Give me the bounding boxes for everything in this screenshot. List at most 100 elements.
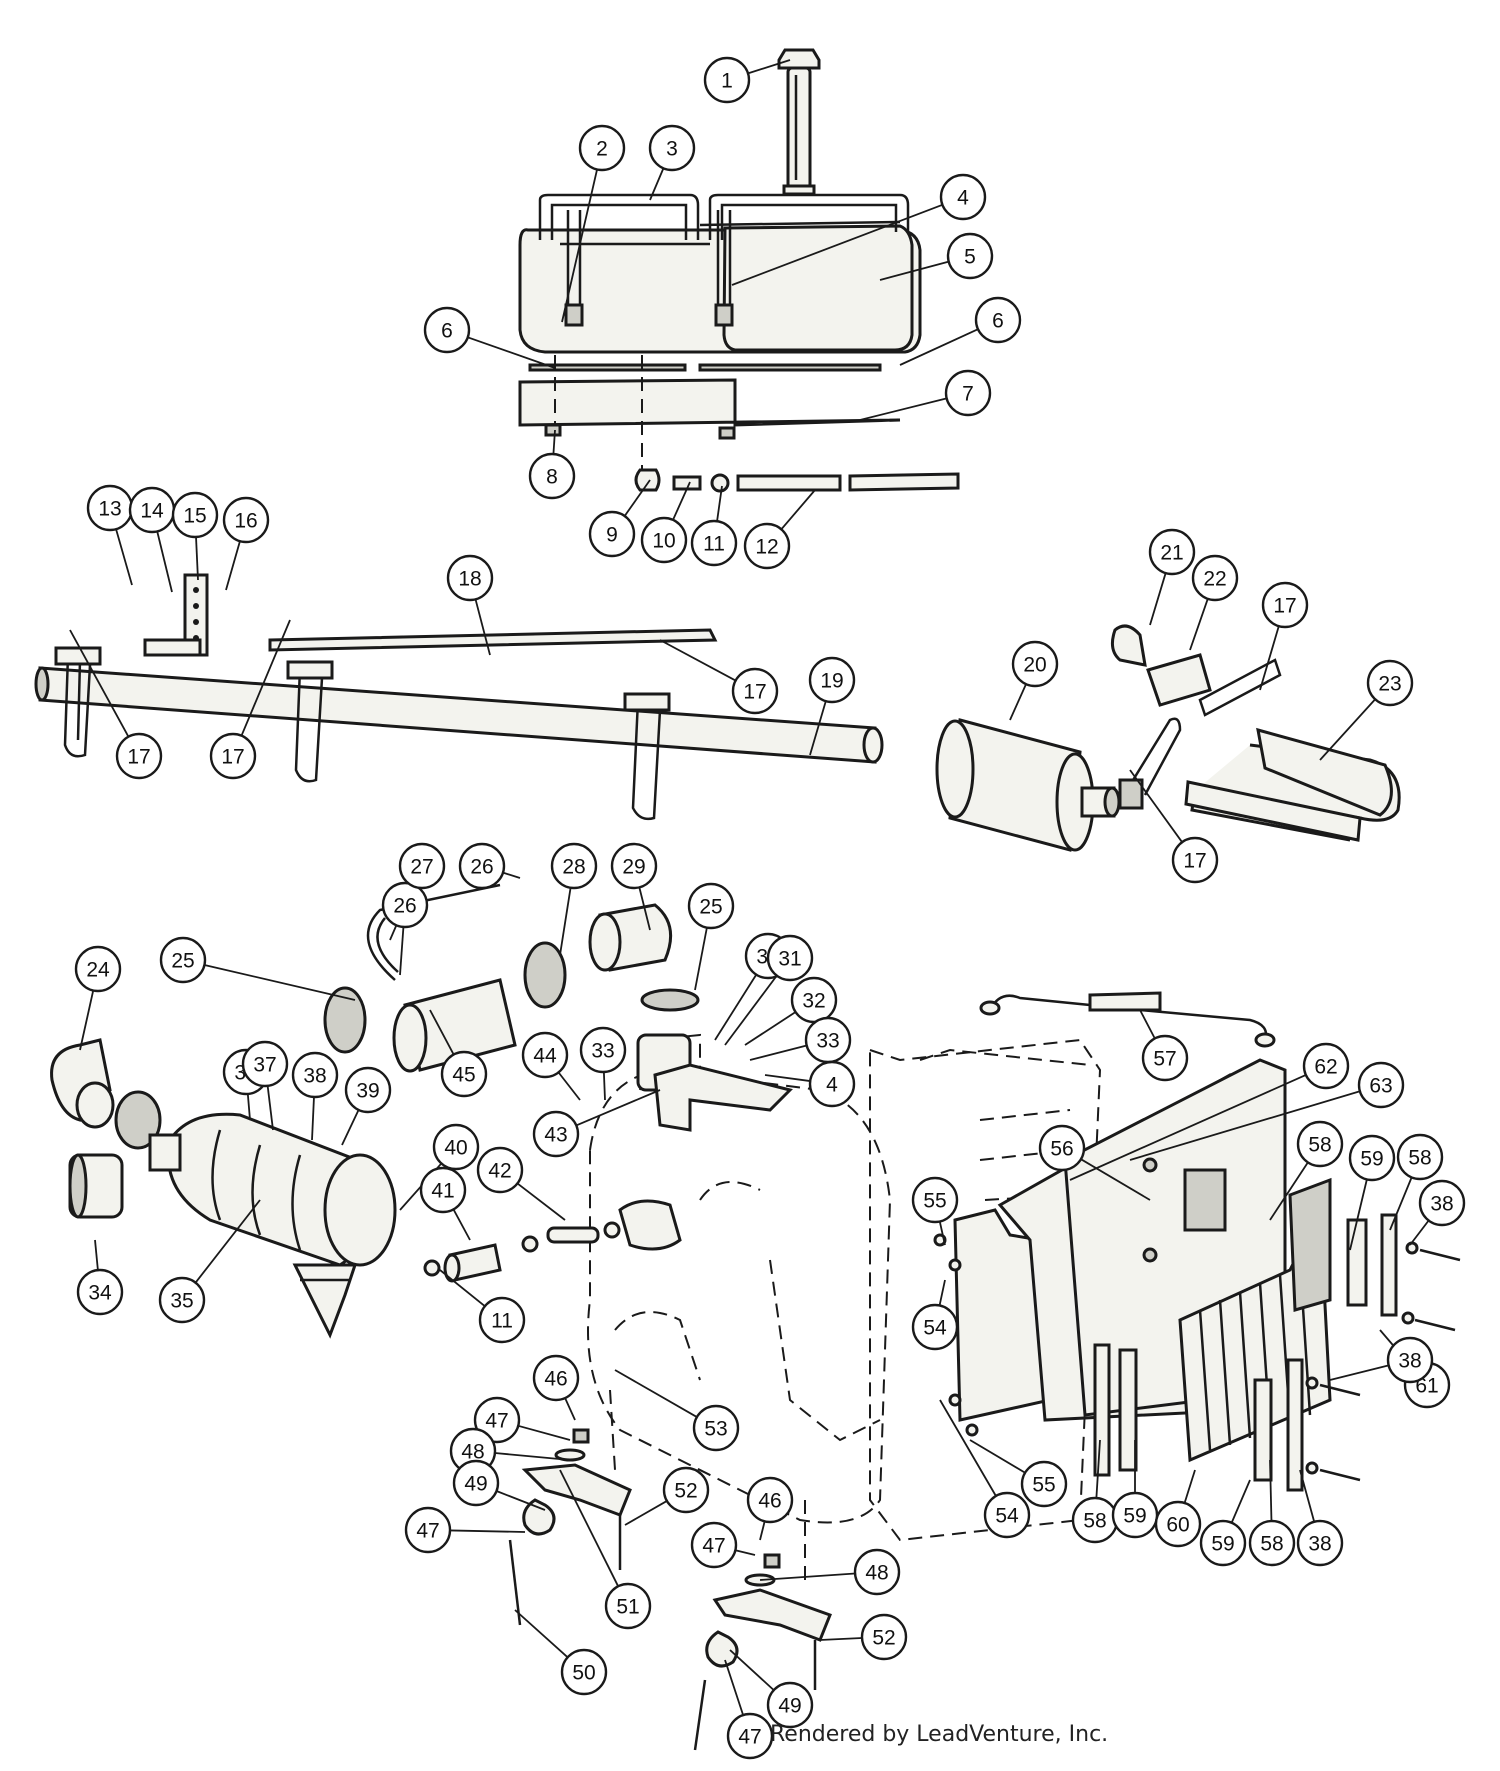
callout-circle	[291, 1051, 339, 1099]
part-callout-1: 1	[703, 56, 751, 104]
part-callout-46: 46	[532, 1354, 580, 1402]
callout-circle	[1038, 1124, 1086, 1172]
leader-line-26	[399, 926, 405, 976]
leader-line-47	[517, 1424, 571, 1441]
callout-circle	[1154, 1500, 1202, 1548]
callout-circle	[532, 1110, 580, 1158]
part-callout-44: 44	[521, 1031, 569, 1079]
leader-line-38	[1329, 1364, 1389, 1381]
part-callout-17: 17	[1171, 836, 1219, 884]
callout-number: 46	[544, 1368, 567, 1391]
callout-circle	[588, 510, 636, 558]
callout-circle	[1396, 1133, 1444, 1181]
leader-line-46	[564, 1397, 576, 1421]
callout-number: 9	[606, 524, 618, 547]
callout-number: 59	[1211, 1533, 1234, 1556]
callout-circle	[1248, 1519, 1296, 1567]
part-callout-3: 3	[648, 124, 696, 172]
callout-number: 31	[778, 948, 801, 971]
leader-line-16	[225, 540, 241, 591]
leader-line-46	[759, 1521, 766, 1541]
part-callout-47: 47	[726, 1712, 774, 1760]
leader-line-26	[502, 871, 521, 879]
part-callout-45: 45	[440, 1050, 488, 1098]
callout-circle	[560, 1648, 608, 1696]
callout-number: 17	[1183, 850, 1206, 873]
callout-number: 44	[533, 1045, 557, 1068]
callout-number: 11	[491, 1310, 513, 1333]
leader-line-34	[94, 1239, 99, 1271]
callout-circle	[476, 1146, 524, 1194]
exhaust-pipe	[34, 666, 884, 764]
leader-line-18	[474, 599, 491, 656]
part-callout-58: 58	[1071, 1496, 1119, 1544]
callout-circle	[440, 1050, 488, 1098]
callout-number: 58	[1083, 1510, 1106, 1533]
callout-circle	[662, 1466, 710, 1514]
callout-circle	[939, 173, 987, 221]
callout-circle	[1011, 640, 1059, 688]
gasket-strip	[1346, 1218, 1368, 1307]
elbow-hose	[50, 1038, 115, 1129]
callout-circle	[209, 732, 257, 780]
leader-line-58	[1095, 1439, 1101, 1499]
mount-plate	[712, 1588, 832, 1642]
rendered-by-credit: Rendered by LeadVenture, Inc.	[770, 1722, 1109, 1747]
part-callout-49: 49	[452, 1459, 500, 1507]
part-callout-22: 22	[1191, 554, 1239, 602]
callout-circle	[1296, 1519, 1344, 1567]
leader-line-36	[246, 1093, 251, 1121]
retainer-strip	[1380, 1213, 1398, 1317]
leader-line-53	[614, 1369, 698, 1418]
part-callout-59: 59	[1111, 1491, 1159, 1539]
part-callout-38: 38	[291, 1051, 339, 1099]
leader-line-7	[859, 397, 947, 421]
callout-circle	[1418, 1179, 1466, 1227]
part-callout-46: 46	[746, 1476, 794, 1524]
fuel-line-fittings	[634, 468, 960, 493]
leader-line-9	[623, 479, 651, 517]
callout-circle	[766, 1681, 814, 1729]
callout-number: 25	[699, 896, 722, 919]
leader-line-1	[747, 59, 791, 75]
part-callout-42: 42	[476, 1146, 524, 1194]
callout-number: 33	[591, 1040, 614, 1063]
leader-line-35	[194, 1199, 261, 1284]
callout-circle	[1348, 1134, 1396, 1182]
leader-line-50	[514, 1609, 569, 1658]
leader-line-37	[266, 1085, 274, 1131]
callout-number: 39	[356, 1080, 379, 1103]
leader-line-42	[516, 1182, 566, 1221]
part-callout-47: 47	[690, 1521, 738, 1569]
callout-circle	[74, 945, 122, 993]
callout-circle	[1366, 659, 1414, 707]
callout-number: 18	[458, 568, 481, 591]
callout-circle	[159, 936, 207, 984]
part-callout-33: 33	[804, 1016, 852, 1064]
callout-number: 49	[778, 1695, 801, 1718]
leader-line-47	[724, 1659, 744, 1716]
callout-circle	[766, 934, 814, 982]
leader-line-4	[764, 1074, 811, 1082]
callout-number: 58	[1260, 1533, 1283, 1556]
callout-number: 33	[816, 1030, 839, 1053]
callout-number: 1	[721, 70, 733, 93]
air-cleaner-assembly	[50, 883, 700, 1339]
callout-number: 52	[872, 1627, 895, 1650]
callout-number: 38	[1430, 1193, 1453, 1216]
callout-number: 4	[826, 1074, 838, 1097]
u-clamps	[54, 646, 671, 821]
part-callout-37: 37	[241, 1040, 289, 1088]
part-callout-25: 25	[687, 882, 735, 930]
callout-circle	[452, 1459, 500, 1507]
part-callout-16: 16	[222, 496, 270, 544]
callout-circle	[1302, 1042, 1350, 1090]
muffler	[935, 718, 1121, 852]
callout-number: 21	[1160, 542, 1183, 565]
callout-number: 32	[802, 990, 825, 1013]
callout-number: 25	[171, 950, 194, 973]
callout-number: 59	[1360, 1148, 1383, 1171]
leader-line-19	[809, 700, 827, 756]
leader-line-41	[452, 1208, 471, 1241]
tank-pad-left	[528, 363, 687, 372]
